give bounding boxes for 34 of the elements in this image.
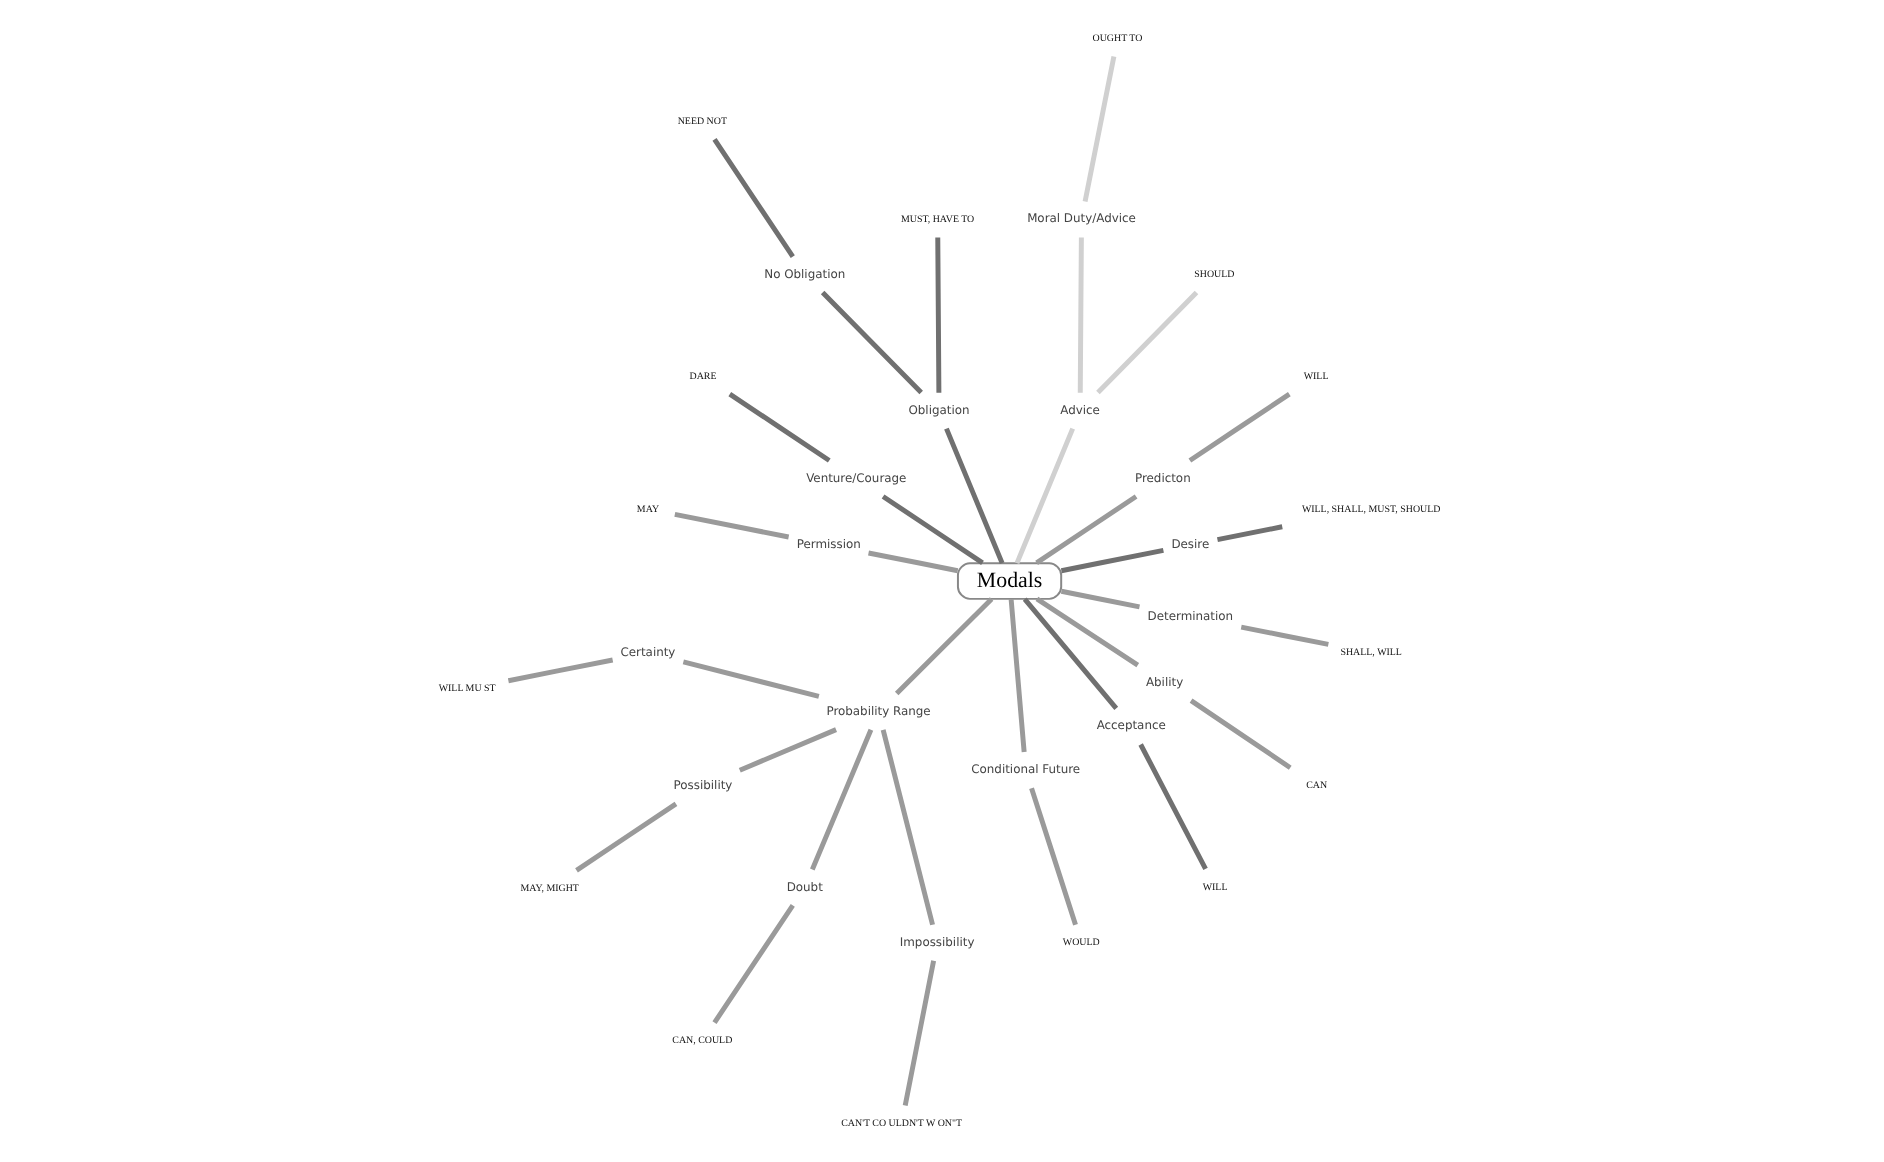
connector bbox=[574, 801, 677, 873]
connector bbox=[819, 290, 922, 395]
connector bbox=[1007, 598, 1026, 753]
connector bbox=[893, 597, 993, 696]
connector bbox=[727, 392, 830, 463]
connector bbox=[809, 728, 873, 871]
connector bbox=[681, 659, 819, 699]
connector bbox=[1215, 524, 1282, 543]
node-box: Modals bbox=[955, 562, 1062, 600]
connector bbox=[1239, 624, 1328, 647]
connector bbox=[711, 138, 794, 258]
connector bbox=[737, 727, 837, 773]
connector bbox=[673, 511, 789, 540]
connector bbox=[1187, 392, 1290, 463]
connector bbox=[1076, 237, 1083, 393]
connector bbox=[1188, 698, 1291, 770]
connector bbox=[711, 904, 794, 1024]
connector bbox=[1028, 787, 1077, 926]
connector bbox=[1081, 56, 1116, 202]
connector bbox=[943, 427, 1004, 565]
connector bbox=[867, 550, 958, 574]
connector bbox=[880, 494, 983, 565]
connector bbox=[1021, 597, 1118, 711]
connector bbox=[1034, 596, 1139, 668]
connector bbox=[1034, 494, 1137, 565]
connector bbox=[879, 729, 934, 926]
connector bbox=[1137, 743, 1207, 871]
connector bbox=[901, 960, 936, 1106]
connector bbox=[934, 237, 941, 393]
connector bbox=[1095, 290, 1198, 395]
connector bbox=[1059, 588, 1139, 610]
connector bbox=[1013, 427, 1074, 565]
connector bbox=[506, 657, 613, 684]
connector bbox=[1059, 547, 1163, 574]
